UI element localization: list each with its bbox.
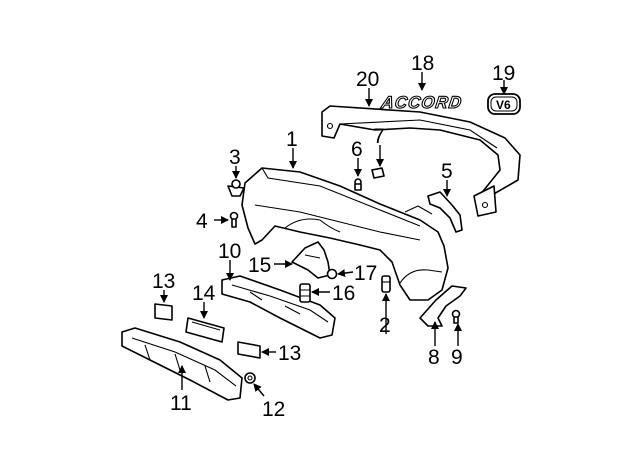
accord-emblem-text: ACCORD <box>379 93 463 112</box>
part-4-screw <box>229 211 239 228</box>
part-15-center-bracket <box>291 241 331 279</box>
part-2-clip <box>381 275 391 293</box>
callout-6: 6 <box>351 138 363 161</box>
part-14-reflector <box>185 317 225 343</box>
callout-9: 9 <box>451 346 463 369</box>
callout-17: 17 <box>354 262 377 285</box>
part-11-lower-absorber <box>121 327 243 401</box>
part-12-nut <box>244 372 256 384</box>
callout-11: 11 <box>170 392 192 415</box>
part-13-pad-right <box>237 341 261 359</box>
callout-2: 2 <box>379 314 391 337</box>
part-6-screw <box>354 178 362 191</box>
callout-18: 18 <box>411 52 434 75</box>
part-1-bumper-cover <box>241 167 449 301</box>
part-16-clip <box>299 283 311 303</box>
callout-15: 15 <box>248 254 271 277</box>
callout-20: 20 <box>356 68 379 91</box>
callout-14: 14 <box>192 282 216 305</box>
callout-16: 16 <box>332 282 355 305</box>
part-19-v6-emblem: V6 <box>487 93 521 115</box>
callout-7: 7 <box>373 125 385 148</box>
callout-numbers: 1 2 3 4 5 6 7 8 9 10 11 12 13 13 14 15 1… <box>152 52 515 421</box>
part-5-side-bracket <box>427 191 463 233</box>
part-18-accord-emblem: ACCORD <box>379 93 464 113</box>
part-20-reinforcement <box>321 105 521 217</box>
callout-10: 10 <box>218 240 241 263</box>
callout-12: 12 <box>262 398 285 421</box>
callout-4: 4 <box>196 210 208 233</box>
callout-13-left: 13 <box>152 270 175 293</box>
part-10-retainer <box>221 275 336 339</box>
part-7-clip <box>371 167 385 179</box>
leader-lines <box>160 72 508 397</box>
callout-19: 19 <box>492 62 515 85</box>
callout-13-right: 13 <box>278 342 301 365</box>
v6-emblem-text: V6 <box>496 98 511 112</box>
part-13-pad-left <box>154 303 173 321</box>
part-17-nut <box>326 268 338 280</box>
callout-1: 1 <box>286 128 298 151</box>
callout-3: 3 <box>229 146 241 169</box>
callout-5: 5 <box>441 160 453 183</box>
part-9-bolt <box>451 309 461 324</box>
part-3-clip <box>227 179 245 197</box>
callout-8: 8 <box>428 346 440 369</box>
